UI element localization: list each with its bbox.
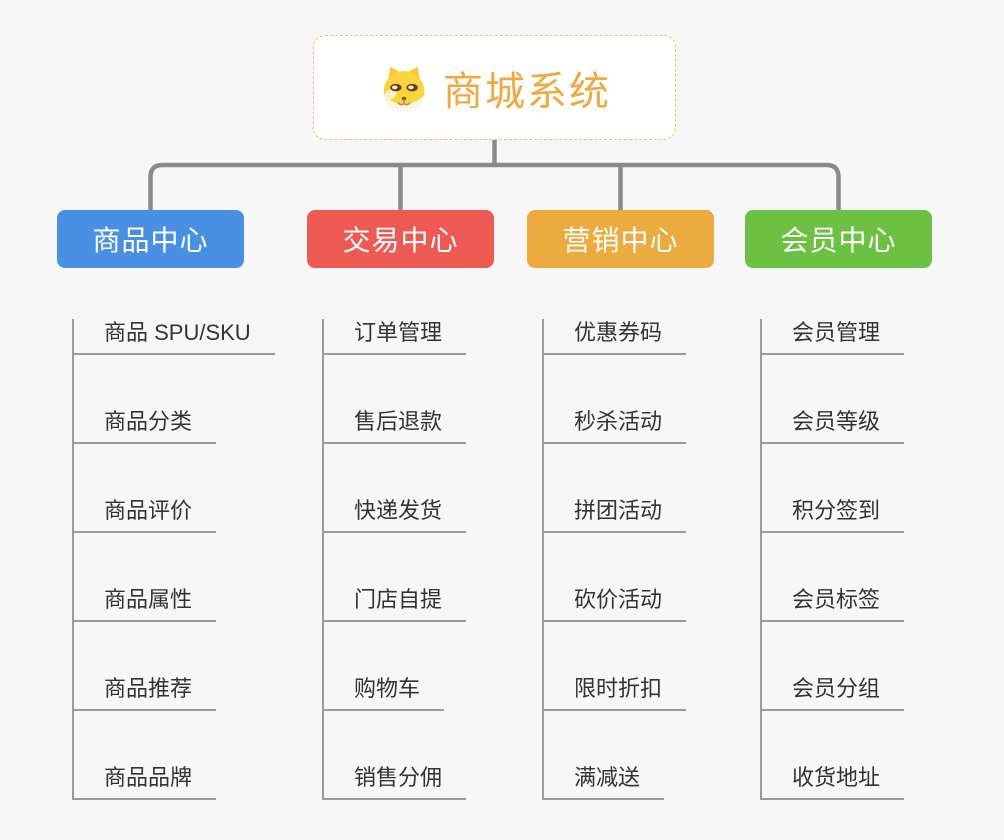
node-item[interactable]: 优惠券码 [544, 319, 687, 355]
node-item[interactable]: 订单管理 [324, 319, 467, 355]
branch-items-product: 商品 SPU/SKU 商品分类 商品评价 商品属性 商品推荐 商品品牌 [72, 319, 275, 800]
node-item[interactable]: 销售分佣 [324, 764, 467, 800]
branch-items-trade: 订单管理 售后退款 快递发货 门店自提 购物车 销售分佣 [322, 319, 467, 800]
node-item[interactable]: 限时折扣 [544, 675, 687, 711]
node-item[interactable]: 满减送 [544, 764, 665, 800]
branch-items-member: 会员管理 会员等级 积分签到 会员标签 会员分组 收货地址 [760, 319, 905, 800]
branch-product-center: 商品中心 商品 SPU/SKU 商品分类 商品评价 商品属性 商品推荐 商品品牌 [57, 210, 275, 800]
node-item[interactable]: 收货地址 [762, 764, 905, 800]
node-item[interactable]: 售后退款 [324, 408, 467, 444]
node-item[interactable]: 会员标签 [762, 586, 905, 622]
node-item[interactable]: 商品品牌 [74, 764, 217, 800]
branch-member-center: 会员中心 会员管理 会员等级 积分签到 会员标签 会员分组 收货地址 [745, 210, 932, 800]
branch-header-member[interactable]: 会员中心 [745, 210, 932, 268]
node-item[interactable]: 商品分类 [74, 408, 217, 444]
node-item[interactable]: 砍价活动 [544, 586, 687, 622]
node-item[interactable]: 商品评价 [74, 497, 217, 533]
branch-trade-center: 交易中心 订单管理 售后退款 快递发货 门店自提 购物车 销售分佣 [307, 210, 494, 800]
branch-header-marketing[interactable]: 营销中心 [527, 210, 714, 268]
node-item[interactable]: 秒杀活动 [544, 408, 687, 444]
branch-header-trade[interactable]: 交易中心 [307, 210, 494, 268]
node-item[interactable]: 拼团活动 [544, 497, 687, 533]
node-item[interactable]: 商品属性 [74, 586, 217, 622]
node-item[interactable]: 门店自提 [324, 586, 467, 622]
node-item[interactable]: 购物车 [324, 675, 445, 711]
node-item[interactable]: 会员管理 [762, 319, 905, 355]
node-item[interactable]: 积分签到 [762, 497, 905, 533]
branch-marketing-center: 营销中心 优惠券码 秒杀活动 拼团活动 砍价活动 限时折扣 满减送 [527, 210, 714, 800]
node-item[interactable]: 快递发货 [324, 497, 467, 533]
node-item[interactable]: 会员分组 [762, 675, 905, 711]
node-item[interactable]: 商品 SPU/SKU [74, 319, 275, 355]
node-item[interactable]: 会员等级 [762, 408, 905, 444]
root-title: 商城系统 [443, 69, 611, 114]
node-item[interactable]: 商品推荐 [74, 675, 217, 711]
branch-items-marketing: 优惠券码 秒杀活动 拼团活动 砍价活动 限时折扣 满减送 [542, 319, 687, 800]
doge-icon [378, 62, 430, 114]
branch-header-product[interactable]: 商品中心 [57, 210, 244, 268]
root-node[interactable]: 商城系统 [313, 35, 676, 140]
